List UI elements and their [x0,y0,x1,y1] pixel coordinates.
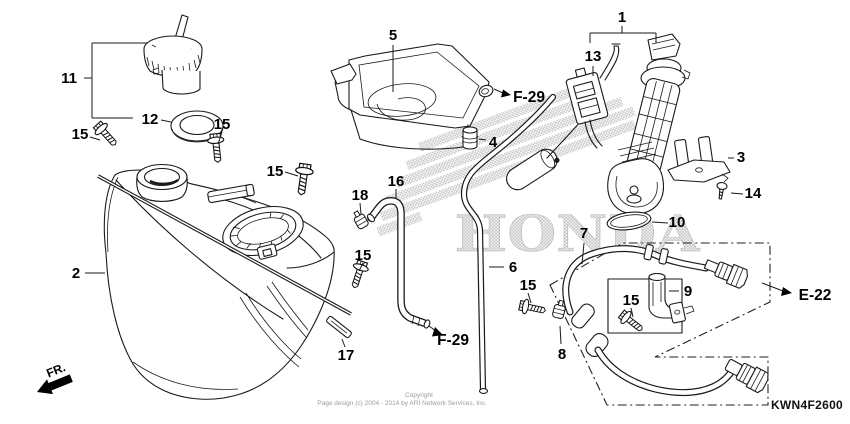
hose-grommet-lower [585,332,609,358]
flange-bolt-15e [517,297,548,319]
breather-tube [460,93,557,394]
callout-10: 10 [669,214,686,231]
ref-e22: E-22 [799,287,832,304]
callout-8: 8 [558,346,566,363]
callout-11: 11 [61,70,77,87]
copyright-line1: Copyright [405,392,433,399]
fuel-tank [103,163,335,400]
callout-9: 9 [684,283,692,300]
fuel-filler-cap [143,14,203,95]
fuel-feed-hose-upper [562,243,748,316]
bracket-screw [716,182,728,200]
callout-16: 16 [388,173,405,190]
callout-15d: 15 [355,247,372,264]
elbow-joint [648,272,695,324]
callout-3: 3 [737,149,745,166]
callout-7: 7 [580,225,588,242]
reference-arrows [428,88,792,337]
hose-kit-boundary [549,242,771,406]
front-direction-marker: FR. [37,360,73,395]
o-ring [606,211,652,231]
callout-13: 13 [585,48,602,65]
copyright-line2: Page design (c) 2004 - 2014 by ARI Netwo… [317,400,487,407]
callout-1: 1 [618,9,626,26]
tank-mounting-rod [97,174,352,316]
hose-clamp-18 [350,208,370,231]
callout-5: 5 [389,27,397,44]
callout-14: 14 [745,185,762,202]
filler-cap-gasket [170,110,224,143]
callout-15a: 15 [72,126,89,143]
callout-12: 12 [142,111,159,128]
callout-15c: 15 [267,163,284,180]
hose-grommet-upper [571,303,595,329]
callout-15e: 15 [520,277,537,294]
callout-2: 2 [72,265,80,282]
front-marker-label: FR. [44,360,67,380]
callout-18: 18 [352,187,369,204]
flange-bolt-15a [90,118,122,151]
callout-6: 6 [509,259,517,276]
flange-bolt-15b [206,132,227,164]
flange-bolt-15c [291,162,315,197]
pump-bracket [667,136,731,183]
rubber-strip [326,315,352,339]
ref-f29-bottom: F-29 [437,332,469,349]
fuel-hose [366,197,431,329]
callout-17: 17 [338,347,355,364]
leader-lines [85,26,744,348]
callout-4: 4 [489,134,498,151]
callout-15f: 15 [623,292,640,309]
callout-15b: 15 [214,116,231,133]
ref-f29-top: F-29 [513,89,545,106]
callouts: 1 2 3 4 5 6 7 8 9 10 11 12 13 14 15 15 1… [61,9,762,364]
tube-joint [461,126,479,150]
fuel-pump-assembly [506,33,691,215]
fuel-feed-hose-lower [594,346,769,397]
drawing-code: KWN4F2600 [771,398,843,412]
